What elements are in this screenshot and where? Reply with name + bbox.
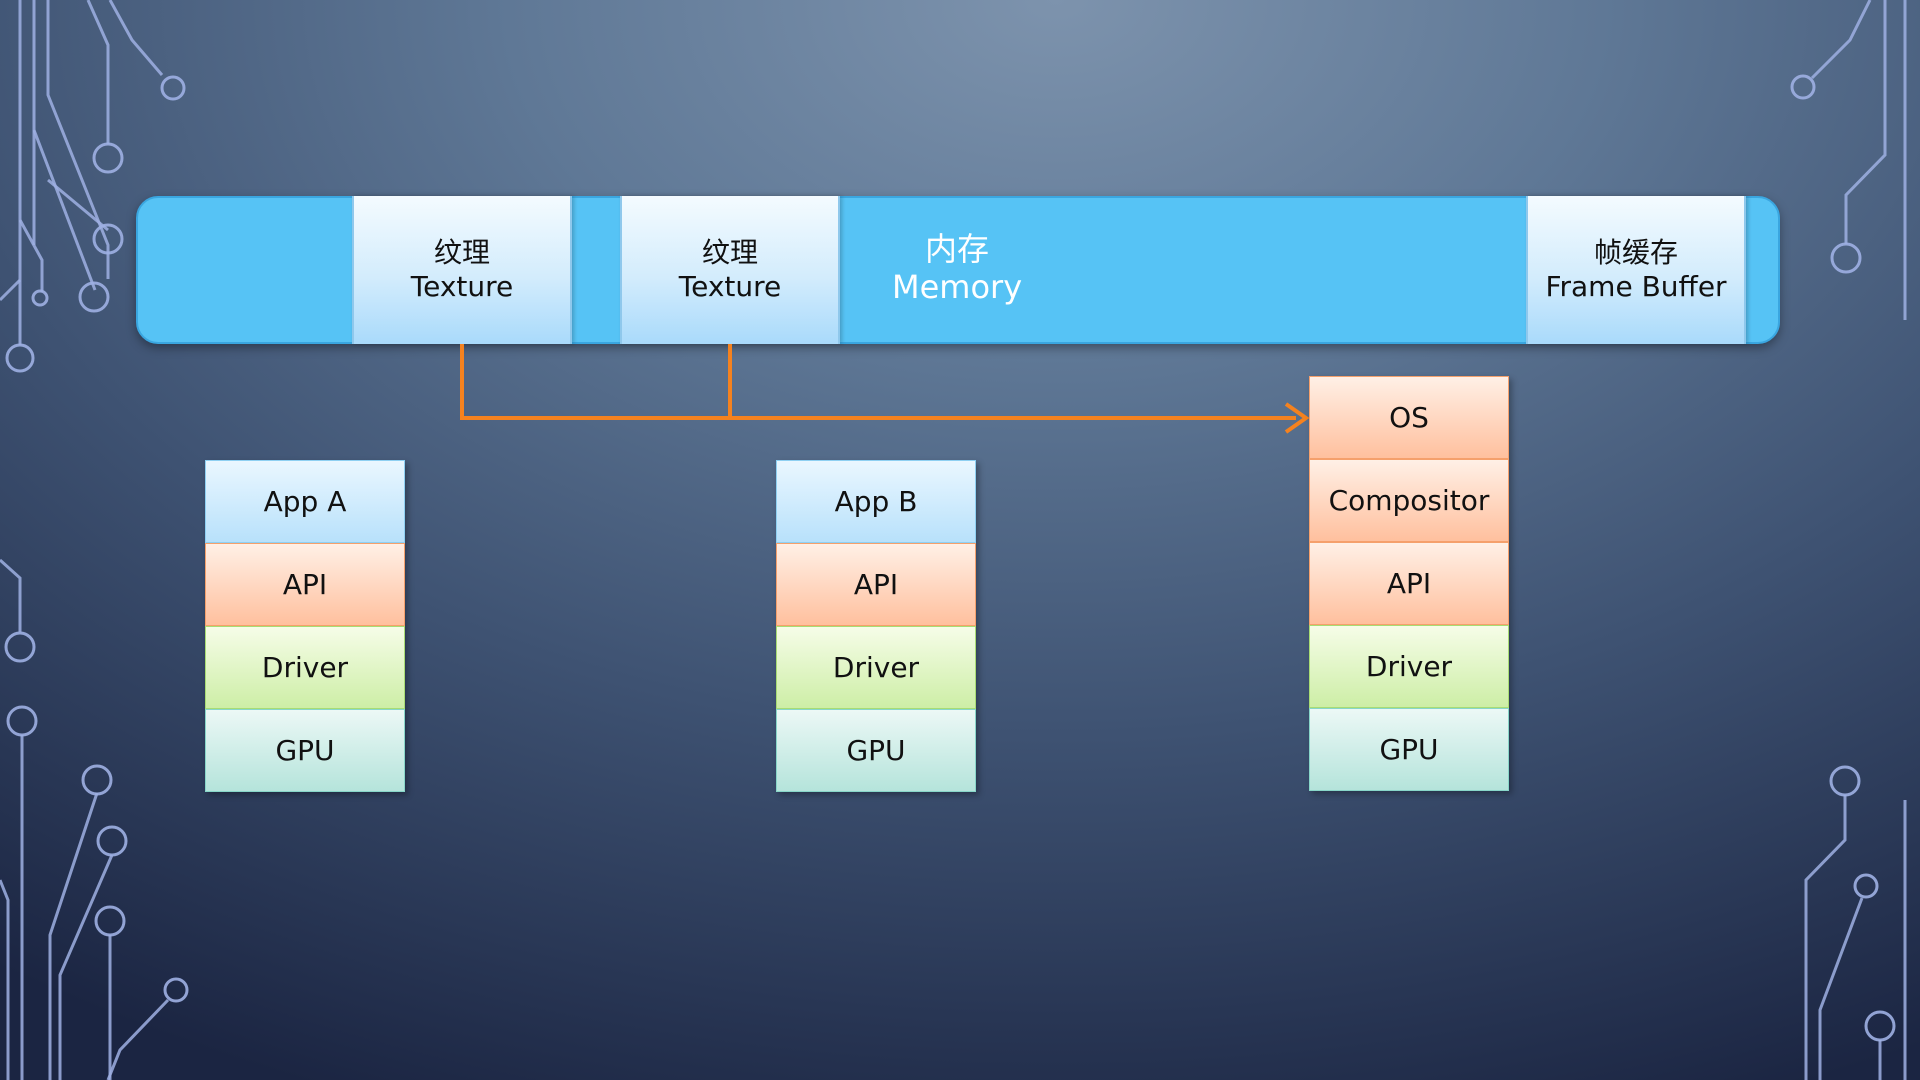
texture-slot-1-en: Texture [410,270,514,303]
texture-slot-2: 纹理 Texture [620,196,840,344]
app-a-stack: App A API Driver GPU [205,460,405,792]
texture-slot-2-en: Texture [678,270,782,303]
os-compositor-layer: Compositor [1309,459,1509,542]
app-b-gpu-layer: GPU [776,709,976,792]
frame-buffer-slot-zh: 帧缓存 [1593,236,1678,269]
texture-slot-1: 纹理 Texture [352,196,572,344]
os-driver-layer: Driver [1309,625,1509,708]
app-b-stack: App B API Driver GPU [776,460,976,792]
texture-slot-1-zh: 纹理 [433,236,490,269]
app-a-api-layer: API [205,543,405,626]
memory-label-zh: 内存 [924,230,989,268]
texture-slot-2-zh: 纹理 [701,236,758,269]
frame-buffer-slot-en: Frame Buffer [1545,270,1727,303]
app-a-gpu-layer: GPU [205,709,405,792]
app-b-driver-layer: Driver [776,626,976,709]
app-a-driver-layer: Driver [205,626,405,709]
app-a-layer: App A [205,460,405,543]
os-stack: OS Compositor API Driver GPU [1309,376,1509,791]
os-layer: OS [1309,376,1509,459]
os-api-layer: API [1309,542,1509,625]
memory-label: 内存 Memory [892,230,1022,306]
os-gpu-layer: GPU [1309,708,1509,791]
frame-buffer-slot: 帧缓存 Frame Buffer [1526,196,1746,344]
app-b-api-layer: API [776,543,976,626]
app-b-layer: App B [776,460,976,543]
memory-label-en: Memory [892,268,1023,306]
